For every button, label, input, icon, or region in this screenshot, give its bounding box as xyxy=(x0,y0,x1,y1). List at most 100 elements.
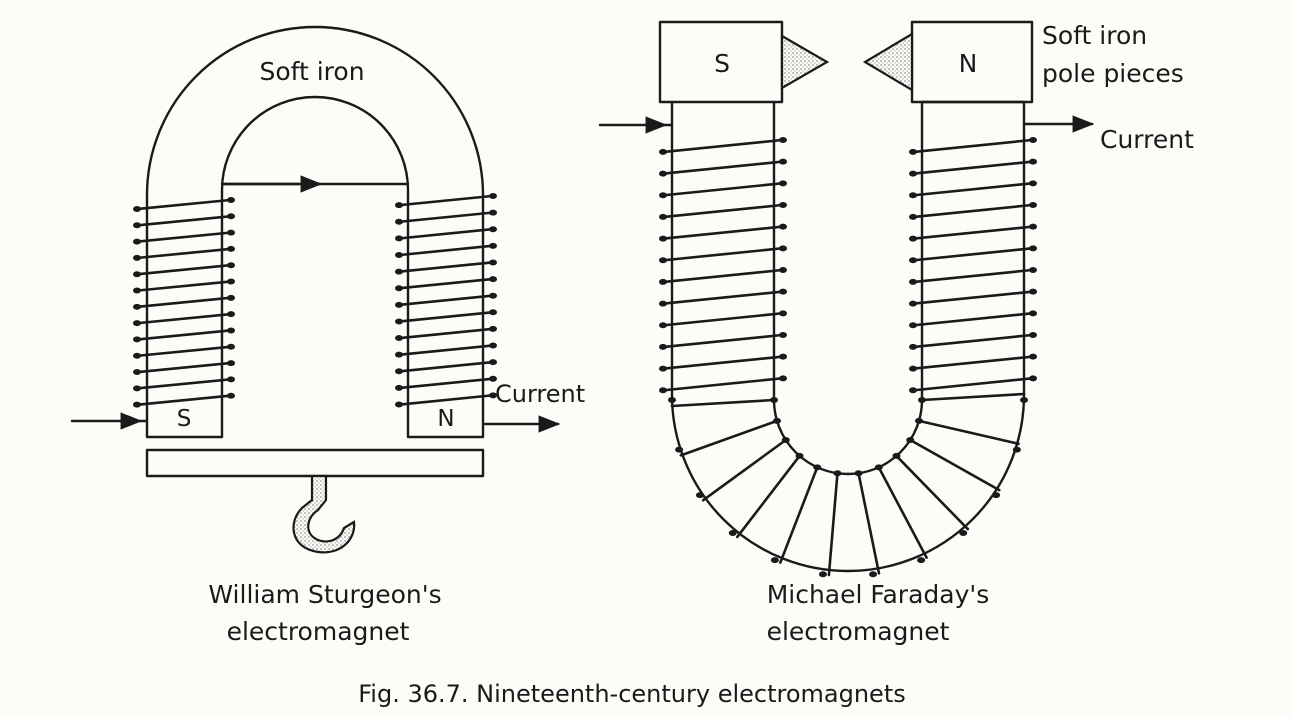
coil-winding xyxy=(912,247,1034,262)
coil-wrap-end xyxy=(854,470,863,477)
coil-wrap-end xyxy=(659,387,667,394)
coil-wrap-end xyxy=(133,369,141,376)
coil-winding xyxy=(398,294,494,307)
sturgeon-current-label: Current xyxy=(495,380,585,408)
coil-winding xyxy=(398,211,494,224)
sturgeon-soft-iron-label: Soft iron xyxy=(259,57,364,86)
coil-winding xyxy=(912,290,1034,305)
coil-wrap-end xyxy=(779,137,787,143)
coil-winding xyxy=(662,247,784,262)
coil-wrap-end xyxy=(489,276,497,283)
coil-winding xyxy=(136,280,232,292)
coil-winding xyxy=(670,398,776,408)
coil-wrap-end xyxy=(489,325,497,332)
coil-wrap-end xyxy=(874,464,883,471)
coil-winding xyxy=(857,471,881,575)
coil-wrap-end xyxy=(133,254,141,261)
coil-winding xyxy=(912,182,1034,197)
coil-winding xyxy=(136,247,232,260)
coil-wrap-end xyxy=(227,392,235,399)
sturgeon-soft-iron-core xyxy=(145,25,485,439)
faraday-left-coil xyxy=(659,137,787,394)
coil-wrap-end xyxy=(833,470,842,477)
coil-wrap-end xyxy=(772,417,781,424)
coil-winding xyxy=(877,466,928,559)
faraday-pole-tip-n xyxy=(862,32,914,92)
coil-wrap-end xyxy=(659,300,667,307)
coil-winding xyxy=(895,454,970,531)
coil-wrap-end xyxy=(395,351,403,358)
coil-wrap-end xyxy=(227,213,235,220)
coil-winding xyxy=(912,268,1034,284)
faraday-caption-line2: electromagnet xyxy=(767,617,950,646)
coil-winding xyxy=(917,419,1020,446)
coil-wrap-end xyxy=(489,226,497,233)
coil-wrap-end xyxy=(1029,310,1037,317)
coil-wrap-end xyxy=(227,294,235,301)
coil-wrap-end xyxy=(779,158,787,165)
coil-wrap-end xyxy=(395,251,403,258)
coil-wrap-end xyxy=(1029,332,1037,338)
sturgeon-right-coil xyxy=(395,193,497,408)
coil-wrap-end xyxy=(133,271,141,278)
coil-wrap-end xyxy=(395,268,403,275)
figure-caption: Fig. 36.7. Nineteenth-century electromag… xyxy=(358,680,905,708)
sturgeon-caption-line2: electromagnet xyxy=(227,617,410,646)
sturgeon-left-coil xyxy=(133,197,235,408)
coil-wrap-end xyxy=(133,205,141,212)
coil-wrap-end xyxy=(227,197,235,203)
coil-wrap-end xyxy=(489,375,497,382)
sturgeon-pole-n-label: N xyxy=(437,406,454,432)
coil-wrap-end xyxy=(813,464,822,471)
coil-wrap-end xyxy=(227,343,235,350)
coil-wrap-end xyxy=(659,257,667,264)
coil-winding xyxy=(136,231,232,243)
coil-wrap-end xyxy=(906,437,915,444)
faraday-pole-pieces-line2: pole pieces xyxy=(1042,59,1184,88)
coil-winding xyxy=(662,225,784,240)
coil-winding xyxy=(920,392,1026,402)
coil-wrap-end xyxy=(659,192,667,199)
coil-wrap-end xyxy=(1029,267,1037,273)
coil-winding xyxy=(136,198,232,211)
coil-wrap-end xyxy=(227,245,235,252)
coil-wrap-end xyxy=(133,287,141,294)
coil-wrap-end xyxy=(489,342,497,349)
coil-wrap-end xyxy=(489,242,497,249)
coil-winding xyxy=(701,438,788,502)
coil-winding xyxy=(398,277,494,290)
coil-winding xyxy=(398,327,494,340)
coil-wrap-end xyxy=(1029,353,1037,360)
faraday-bend-coil xyxy=(668,392,1028,578)
coil-wrap-end xyxy=(489,392,497,399)
coil-wrap-end xyxy=(675,446,684,453)
coil-winding xyxy=(662,138,784,154)
coil-wrap-end xyxy=(1029,288,1037,295)
coil-wrap-end xyxy=(489,292,497,299)
faraday-right-coil xyxy=(909,137,1037,394)
coil-wrap-end xyxy=(909,170,917,177)
coil-wrap-end xyxy=(795,452,804,459)
coil-wrap-end xyxy=(918,397,926,403)
coil-wrap-end xyxy=(770,397,778,403)
coil-winding xyxy=(136,394,232,406)
coil-wrap-end xyxy=(917,557,926,564)
coil-wrap-end xyxy=(779,202,787,208)
coil-wrap-end xyxy=(909,343,917,350)
coil-winding xyxy=(398,261,494,273)
coil-winding xyxy=(136,312,232,325)
coil-winding xyxy=(779,466,819,564)
coil-wrap-end xyxy=(818,571,827,578)
coil-winding xyxy=(912,333,1034,349)
coil-wrap-end xyxy=(133,352,141,359)
coil-winding xyxy=(398,244,494,257)
coil-wrap-end xyxy=(909,278,917,285)
coil-wrap-end xyxy=(395,301,403,308)
coil-wrap-end xyxy=(659,170,667,177)
coil-wrap-end xyxy=(395,335,403,342)
coil-wrap-end xyxy=(909,387,917,394)
coil-wrap-end xyxy=(779,245,787,252)
faraday-current-label: Current xyxy=(1100,125,1194,154)
coil-wrap-end xyxy=(909,213,917,220)
